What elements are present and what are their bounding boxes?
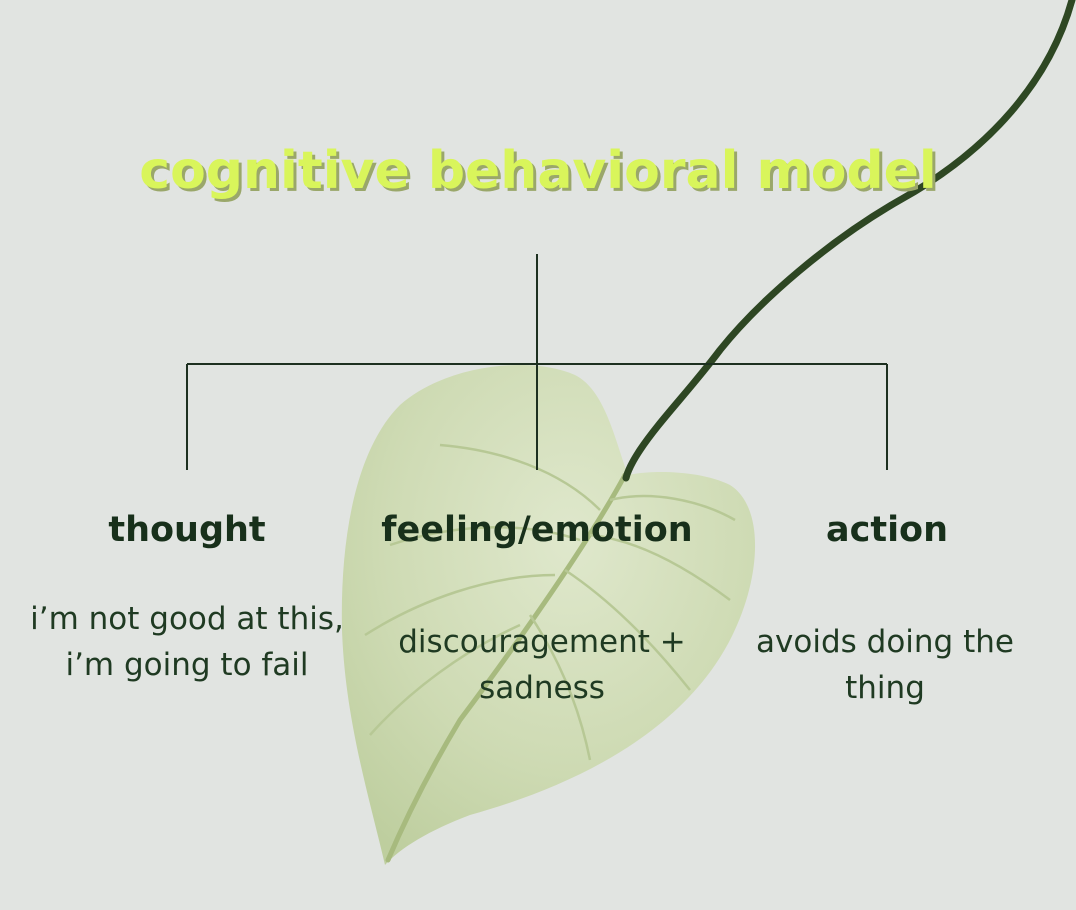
leaf-image [341, 365, 756, 865]
connector-lines [186, 254, 888, 470]
action-heading: action [825, 510, 949, 550]
action-text: avoids doing the thing [756, 624, 1014, 706]
thought-text: i’m not good at this, i’m going to fail [30, 601, 344, 683]
thought-heading: thought [108, 510, 266, 550]
diagram-title: cognitive behavioral model [139, 141, 937, 201]
feeling-emotion-text: discouragement + sadness [398, 624, 686, 706]
feeling-emotion-heading: feeling/emotion [381, 510, 693, 550]
stem-image [622, 0, 1076, 482]
